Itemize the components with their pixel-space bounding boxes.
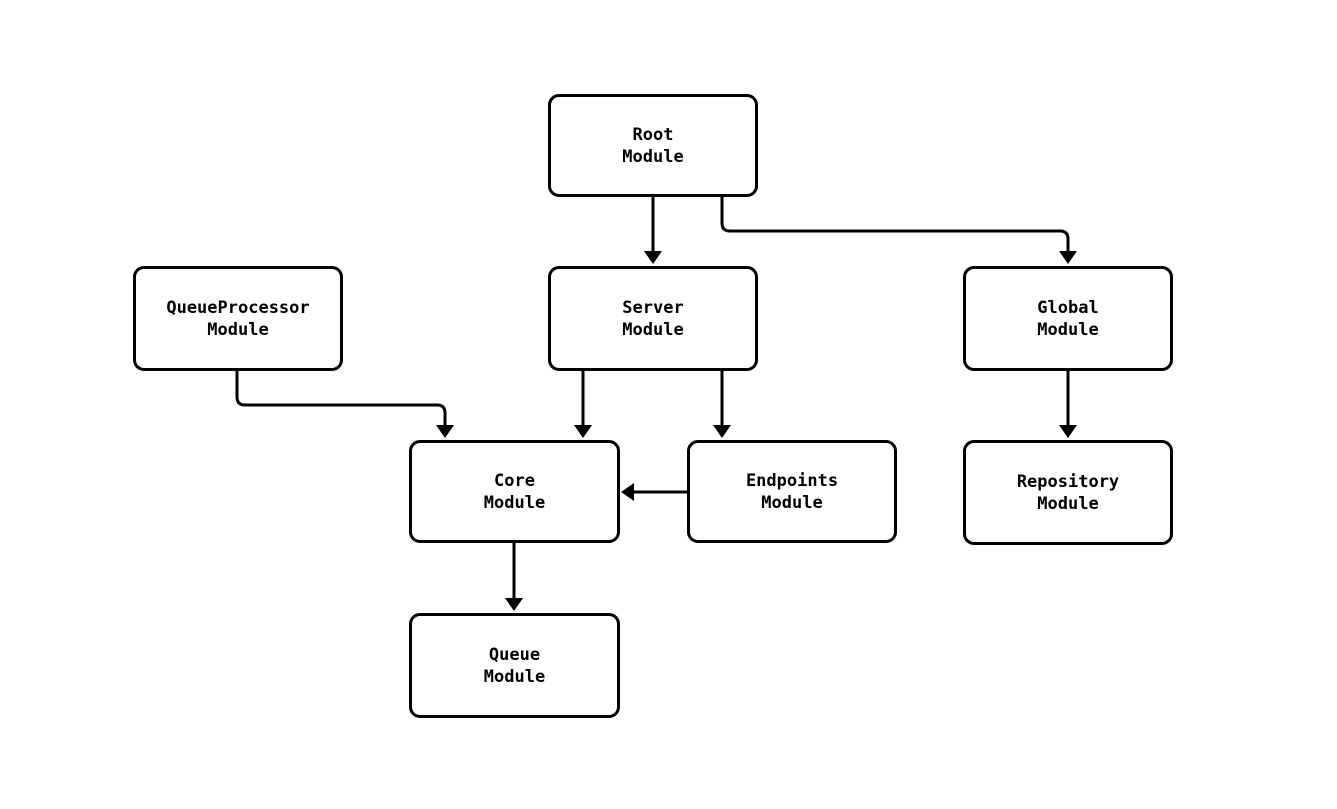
node-endpoints-line1: Endpoints — [745, 470, 839, 491]
arrowhead-server-to-core — [574, 425, 592, 438]
node-root-line2: Module — [622, 146, 684, 167]
node-repository-line1: Repository — [1016, 471, 1120, 492]
arrowhead-queueprocessor-to-core — [436, 425, 454, 438]
node-endpoints[interactable]: Endpoints Module — [687, 440, 897, 543]
node-server-line1: Server — [622, 297, 684, 318]
node-repository[interactable]: Repository Module — [963, 440, 1173, 545]
node-global[interactable]: Global Module — [963, 266, 1173, 371]
node-queueprocessor[interactable]: QueueProcessor Module — [133, 266, 343, 371]
node-endpoints-line2: Module — [761, 492, 823, 513]
node-global-line1: Global — [1037, 297, 1099, 318]
node-global-line2: Module — [1037, 319, 1099, 340]
arrowhead-root-to-server — [644, 251, 662, 264]
node-queue-line1: Queue — [488, 644, 541, 665]
node-root-line1: Root — [632, 124, 674, 145]
node-queueprocessor-line1: QueueProcessor — [166, 297, 310, 318]
edge-queueprocessor-to-core — [235, 371, 447, 426]
node-queueprocessor-line2: Module — [207, 319, 269, 340]
node-root[interactable]: Root Module — [548, 94, 758, 197]
node-server[interactable]: Server Module — [548, 266, 758, 371]
edge-root-to-global — [720, 197, 1070, 252]
node-repository-line2: Module — [1037, 493, 1099, 514]
arrowhead-global-to-repository — [1059, 425, 1077, 438]
arrowhead-root-to-global — [1059, 251, 1077, 264]
arrowhead-core-to-queue — [505, 598, 523, 611]
node-core-line2: Module — [483, 492, 546, 513]
node-queue[interactable]: Queue Module — [409, 613, 620, 718]
arrowhead-server-to-endpoints — [713, 425, 731, 438]
node-core-line1: Core — [494, 470, 535, 491]
node-queue-line2: Module — [483, 666, 546, 687]
arrowhead-endpoints-to-core — [621, 483, 634, 501]
node-server-line2: Module — [622, 319, 684, 340]
node-core[interactable]: Core Module — [409, 440, 620, 543]
